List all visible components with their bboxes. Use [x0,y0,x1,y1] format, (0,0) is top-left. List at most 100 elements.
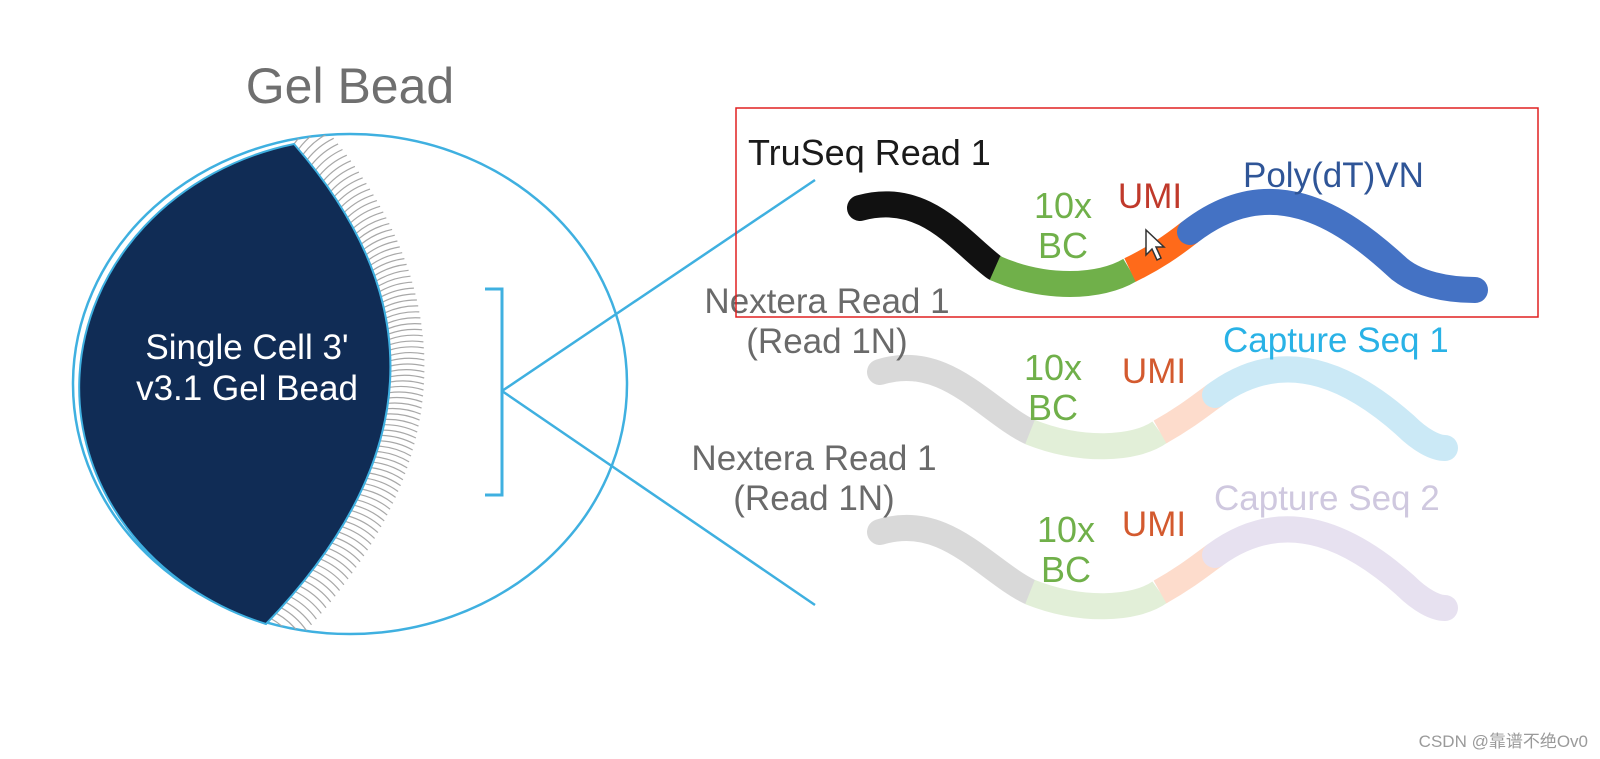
oligo-strand [389,385,424,391]
bc-label-line2: BC [1038,225,1088,266]
oligo-strand [388,396,423,403]
oligo-strand [341,526,372,545]
bead-core [78,142,392,626]
oligo-strand [330,171,360,192]
umi-label: UMI [1122,505,1186,544]
bc-label-line1: 10x [1024,347,1082,388]
oligo-strand [345,520,376,539]
oligo-strand [390,363,425,367]
umi-label: UMI [1118,177,1182,216]
oligo-strand [303,580,332,603]
read-label: TruSeq Read 1 [748,132,991,173]
oligo-strand [322,160,352,182]
oligo-strand [389,380,425,385]
oligo-strand [379,281,413,293]
oligo-strand [306,137,334,161]
oligo-strand [383,424,418,433]
zoom-line-bottom [501,389,816,607]
read-label-line1: Nextera Read 1 [704,282,949,321]
oligo-strand [285,601,312,626]
oligo-strand [331,542,361,563]
oligo-strand [315,148,343,171]
gel-bead-title: Gel Bead [246,58,454,114]
oligo-strand [335,536,365,557]
oligo-strand [382,293,416,303]
oligo-strand [374,263,407,277]
oligo-strand [338,531,369,551]
watermark: CSDN @靠谱不绝Ov0 [1419,732,1588,751]
oligo-strand [320,558,349,580]
bc-segment [989,255,1137,297]
read-segment [867,514,1043,605]
oligo-fringe [265,134,425,634]
bead-label-line1: Single Cell 3' [145,328,348,367]
umi-label: UMI [1122,352,1186,391]
bc-label-line1: 10x [1034,185,1092,226]
oligo-capture-seq-2: Nextera Read 1 (Read 1N) 10x BC UMI Capt… [691,439,1458,621]
oligo-strand [298,134,325,150]
oligo-strand [389,391,424,397]
oligo-strand [387,402,422,409]
oligo-strand [379,440,413,451]
read-label-line1: Nextera Read 1 [691,439,936,478]
oligo-strand [343,194,374,213]
selection-box [735,107,1539,318]
oligo-strand [293,134,320,145]
oligo-strand [324,553,353,574]
oligo-strand [326,165,356,187]
oligo-strand [294,590,322,614]
oligo-strand [390,351,425,356]
oligo-strand [368,246,400,261]
oligo-strand [316,563,345,586]
bc-label-line1: 10x [1037,509,1095,550]
oligo-strand [368,472,401,487]
oligo-strand [378,445,412,457]
oligo-strand [383,299,417,309]
oligo-strand [381,434,415,445]
oligo-strand [366,477,399,492]
oligo-strand [361,228,393,245]
oligo-strand [377,275,411,287]
mouse-cursor-icon [1145,228,1166,262]
oligo-strand [389,346,424,351]
oligo-strand [319,154,348,176]
oligo-strand [371,467,404,481]
oligo-strand [348,515,379,534]
oligo-strand [386,317,421,325]
oligo-strand [299,585,327,609]
oligo-strand [355,217,387,234]
oligo-strand [351,510,382,528]
read-label-line2: (Read 1N) [746,322,907,361]
oligo-strand [365,240,398,256]
oligo-strand [349,205,381,224]
oligo-strand [384,305,419,314]
oligo-strand [382,429,417,439]
oligo-strand [387,323,422,330]
oligo-strand [386,413,420,421]
bc-label-line2: BC [1041,549,1091,590]
oligo-strand [359,493,391,510]
read-label-line2: (Read 1N) [733,479,894,518]
bead-label-line2: v3.1 Gel Bead [136,369,358,408]
capture-label: Capture Seq 1 [1223,321,1449,360]
oligo-strand [337,182,367,203]
oligo-capture-seq-1: Nextera Read 1 (Read 1N) 10x BC UMI Capt… [704,282,1458,461]
capture-segment [1202,356,1458,461]
oligo-truseq: TruSeq Read 1 10x BC UMI Poly(dT)VN [748,132,1488,303]
capture-label: Poly(dT)VN [1243,156,1424,195]
oligo-strand [340,188,371,208]
bc-label-line2: BC [1028,387,1078,428]
oligo-strand [388,328,423,335]
bc-segment [1025,419,1168,460]
gel-bead-diagram: Single Cell 3' v3.1 Gel Bead [71,132,816,636]
oligo-strand [390,374,425,379]
oligo-strand [385,418,419,427]
oligo-strand [356,499,388,516]
oligo-strand [352,211,384,229]
bc-segment [1025,579,1168,620]
oligo-strand [374,456,408,469]
oligo-strand [385,311,420,319]
capture-label: Capture Seq 2 [1214,479,1440,518]
oligo-strand [370,252,403,266]
oligo-strand [390,357,425,362]
